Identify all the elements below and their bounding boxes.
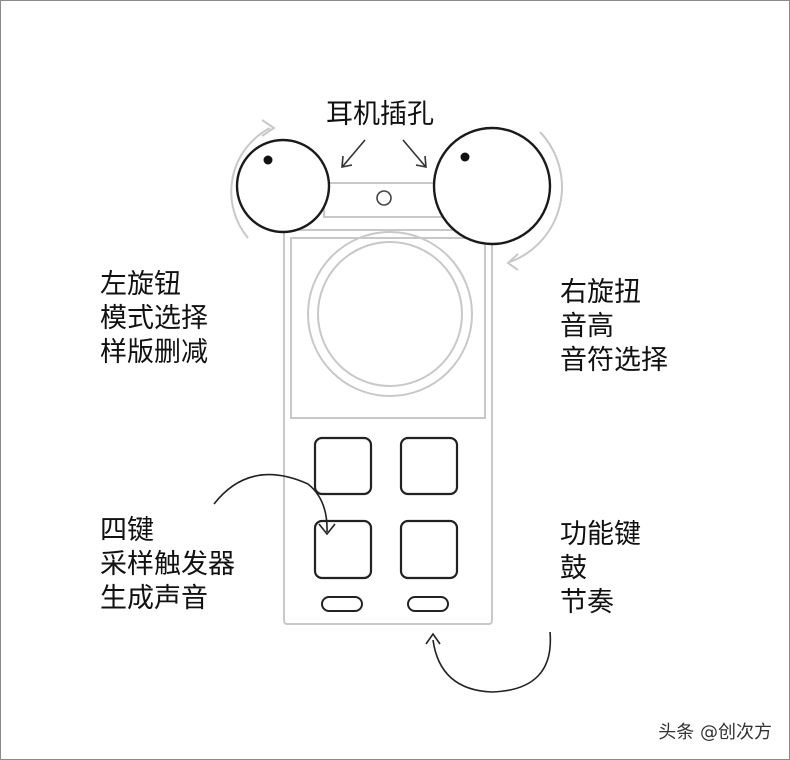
function-arrow-head [425, 632, 441, 645]
headphone-jack-label: 耳机插孔 [326, 99, 434, 130]
screen-panel [290, 237, 486, 419]
pad-bottom-left [313, 519, 373, 580]
function-arrow [432, 631, 552, 693]
pad-top-left [313, 436, 373, 496]
jog-wheel [307, 231, 473, 397]
left-knob-label-line: 样版删减 [100, 337, 208, 368]
pads-label-line: 生成声音 [100, 583, 208, 614]
right-rotate-arrow [509, 131, 563, 263]
left-arrow-head [261, 119, 276, 137]
left-knob-label-line: 左旋钮 [100, 269, 181, 300]
right-knob-dot [460, 152, 470, 162]
right-knob-label-line: 音符选择 [560, 345, 668, 376]
right-knob [432, 126, 552, 246]
function-key-right [407, 596, 449, 612]
function-keys-label: 功能键 鼓 节奏 [560, 518, 641, 620]
title-arrow-right [402, 139, 426, 167]
title-arrow-left-head [341, 155, 353, 168]
left-knob-dot [263, 155, 273, 165]
left-knob-label-line: 模式选择 [100, 303, 208, 334]
function-key-left [321, 596, 363, 612]
pads-label: 四键 采样触发器 生成声音 [100, 514, 235, 616]
pads-arrow [213, 473, 328, 533]
left-knob [235, 138, 331, 234]
pads-arrow-head [318, 523, 336, 536]
watermark: 头条 @创次方 [658, 722, 772, 743]
right-knob-label: 右旋扭 音高 音符选择 [560, 276, 668, 378]
function-keys-label-line: 鼓 [560, 553, 587, 584]
left-knob-label: 左旋钮 模式选择 样版删减 [100, 268, 208, 370]
jog-wheel-inner [317, 241, 463, 387]
headphone-jack-icon [376, 190, 392, 206]
left-rotate-arrow [230, 127, 271, 239]
function-keys-label-line: 节奏 [560, 587, 614, 618]
right-knob-label-line: 右旋扭 [560, 277, 641, 308]
pads-label-line: 采样触发器 [100, 549, 235, 580]
pads-label-line: 四键 [100, 515, 154, 546]
pad-top-right [399, 436, 459, 496]
right-arrow-head [506, 253, 519, 271]
right-knob-label-line: 音高 [560, 311, 614, 342]
function-keys-label-line: 功能键 [560, 519, 641, 550]
title-arrow-right-head [415, 155, 427, 168]
pad-bottom-right [399, 519, 459, 580]
device-body [283, 229, 493, 625]
title-arrow-left [342, 139, 366, 167]
